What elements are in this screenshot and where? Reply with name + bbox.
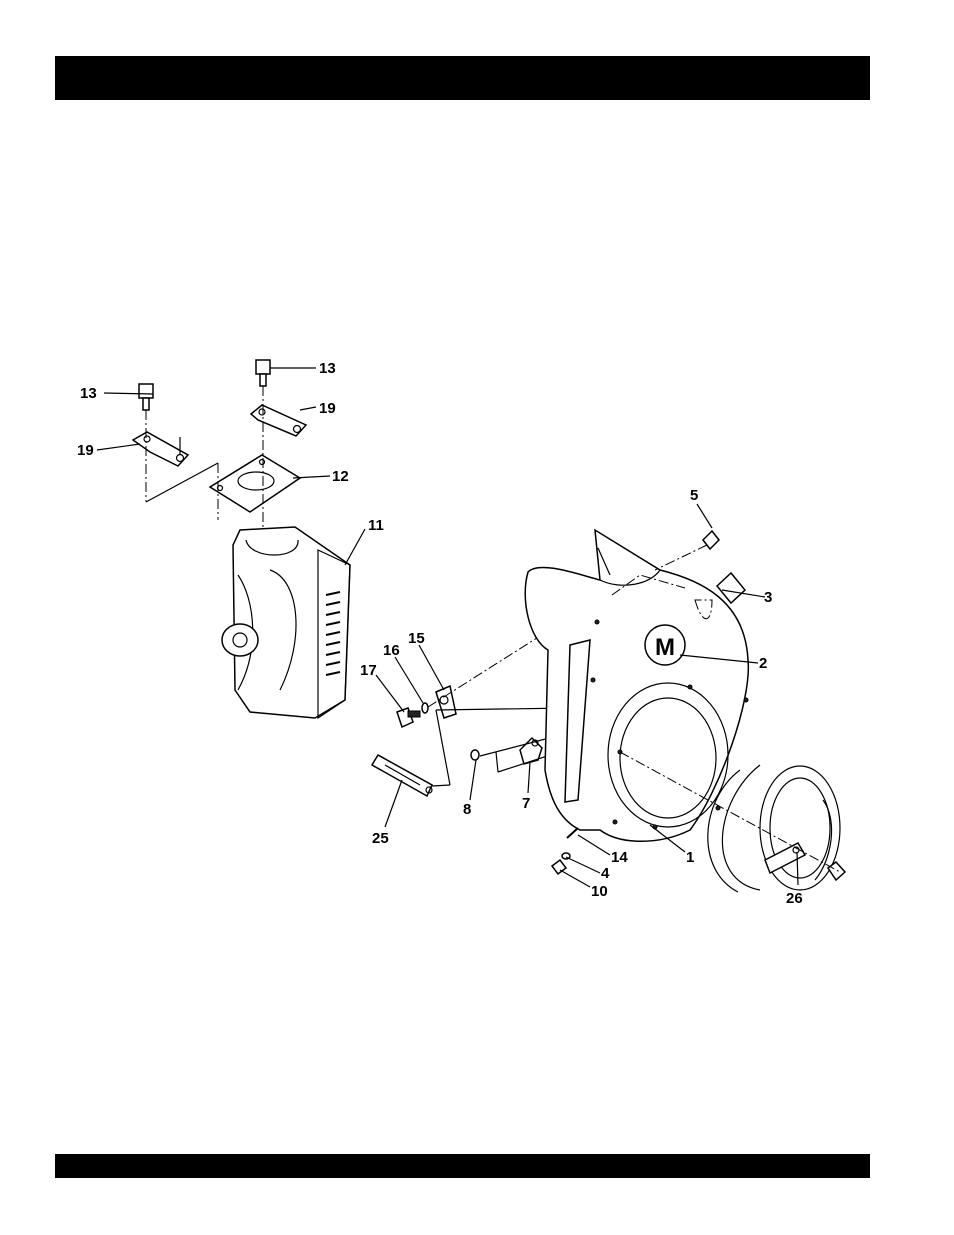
blower-housing-1 bbox=[525, 530, 748, 841]
callout-19-left: 19 bbox=[77, 442, 94, 459]
logo-emblem-2: M bbox=[645, 625, 685, 665]
logo-letter: M bbox=[655, 634, 675, 661]
callout-13-right: 13 bbox=[319, 360, 336, 377]
callout-13-left: 13 bbox=[80, 385, 97, 402]
callout-19-right: 19 bbox=[319, 400, 336, 417]
clamp-15 bbox=[436, 686, 456, 718]
callout-3: 3 bbox=[764, 589, 772, 606]
switch-7 bbox=[520, 738, 542, 764]
bolt-26-end bbox=[828, 862, 845, 880]
flywheel-screen bbox=[708, 765, 840, 892]
bracket-25 bbox=[372, 755, 432, 796]
handle-26 bbox=[765, 843, 805, 873]
callout-12: 12 bbox=[332, 468, 349, 485]
callout-7: 7 bbox=[522, 795, 530, 812]
bolt-13-left bbox=[139, 384, 153, 410]
muffler-11 bbox=[222, 527, 350, 718]
callout-15: 15 bbox=[408, 630, 425, 647]
callout-4: 4 bbox=[601, 865, 610, 882]
callout-10: 10 bbox=[591, 883, 608, 900]
gasket-12 bbox=[210, 455, 300, 512]
callout-2: 2 bbox=[759, 655, 767, 672]
bolt-13-right bbox=[256, 360, 270, 386]
callout-5: 5 bbox=[690, 487, 698, 504]
callout-16: 16 bbox=[383, 642, 400, 659]
lock-plate-19-right bbox=[251, 405, 306, 436]
bolt-17 bbox=[397, 708, 420, 727]
callout-8: 8 bbox=[463, 801, 471, 818]
callout-1: 1 bbox=[686, 849, 694, 866]
callout-25: 25 bbox=[372, 830, 389, 847]
pin-14 bbox=[567, 828, 578, 838]
washer-16 bbox=[422, 703, 428, 713]
callout-17: 17 bbox=[360, 662, 377, 679]
callout-11: 11 bbox=[368, 517, 384, 534]
screw-8 bbox=[471, 750, 479, 760]
callout-14: 14 bbox=[611, 849, 628, 866]
callout-26: 26 bbox=[786, 890, 803, 907]
